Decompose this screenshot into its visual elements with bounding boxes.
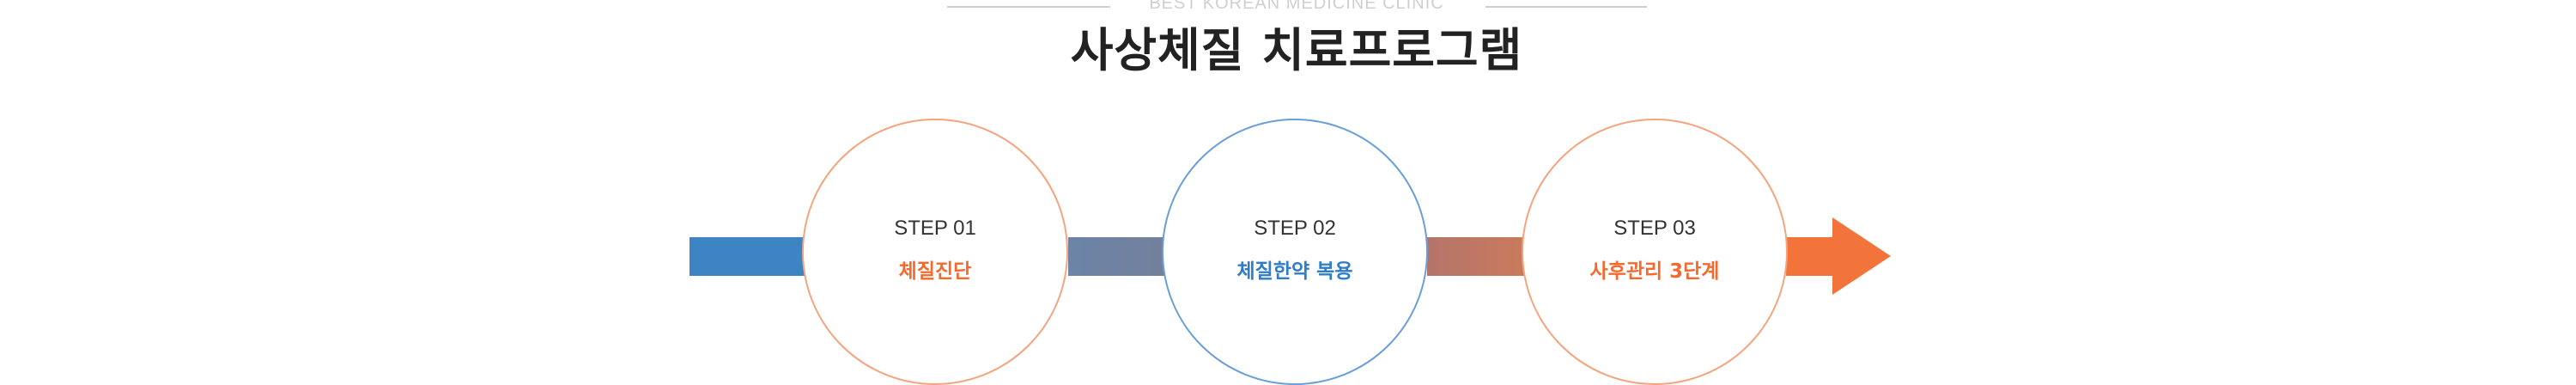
flow-bar-start: [690, 237, 805, 276]
step-card-2: STEP 02 체질한약 복용: [1162, 119, 1428, 385]
eyebrow-divider-right: [1485, 6, 1647, 8]
arrow-right-icon: [1832, 217, 1891, 295]
step-name: 사후관리 3단계: [1589, 260, 1720, 283]
eyebrow-divider-left: [947, 6, 1110, 8]
step-card-3: STEP 03 사후관리 3단계: [1522, 119, 1788, 385]
step-number: STEP 01: [894, 217, 976, 240]
eyebrow-text: BEST KOREAN MEDICINE CLINIC: [1149, 0, 1444, 13]
step-card-1: STEP 01 체질진단: [802, 119, 1068, 385]
step-name: 체질한약 복용: [1236, 260, 1353, 283]
step-name: 체질진단: [898, 260, 972, 283]
section-title: 사상체질 치료프로그램: [1070, 23, 1523, 77]
flow-bar-end: [1786, 237, 1833, 276]
section-header: BEST KOREAN MEDICINE CLINIC 사상체질 치료프로그램: [0, 0, 2576, 95]
step-number: STEP 02: [1254, 217, 1336, 240]
step-number: STEP 03: [1613, 217, 1696, 240]
flow-bar-connector-2: [1427, 237, 1525, 276]
flow-bar-connector-1: [1068, 237, 1166, 276]
